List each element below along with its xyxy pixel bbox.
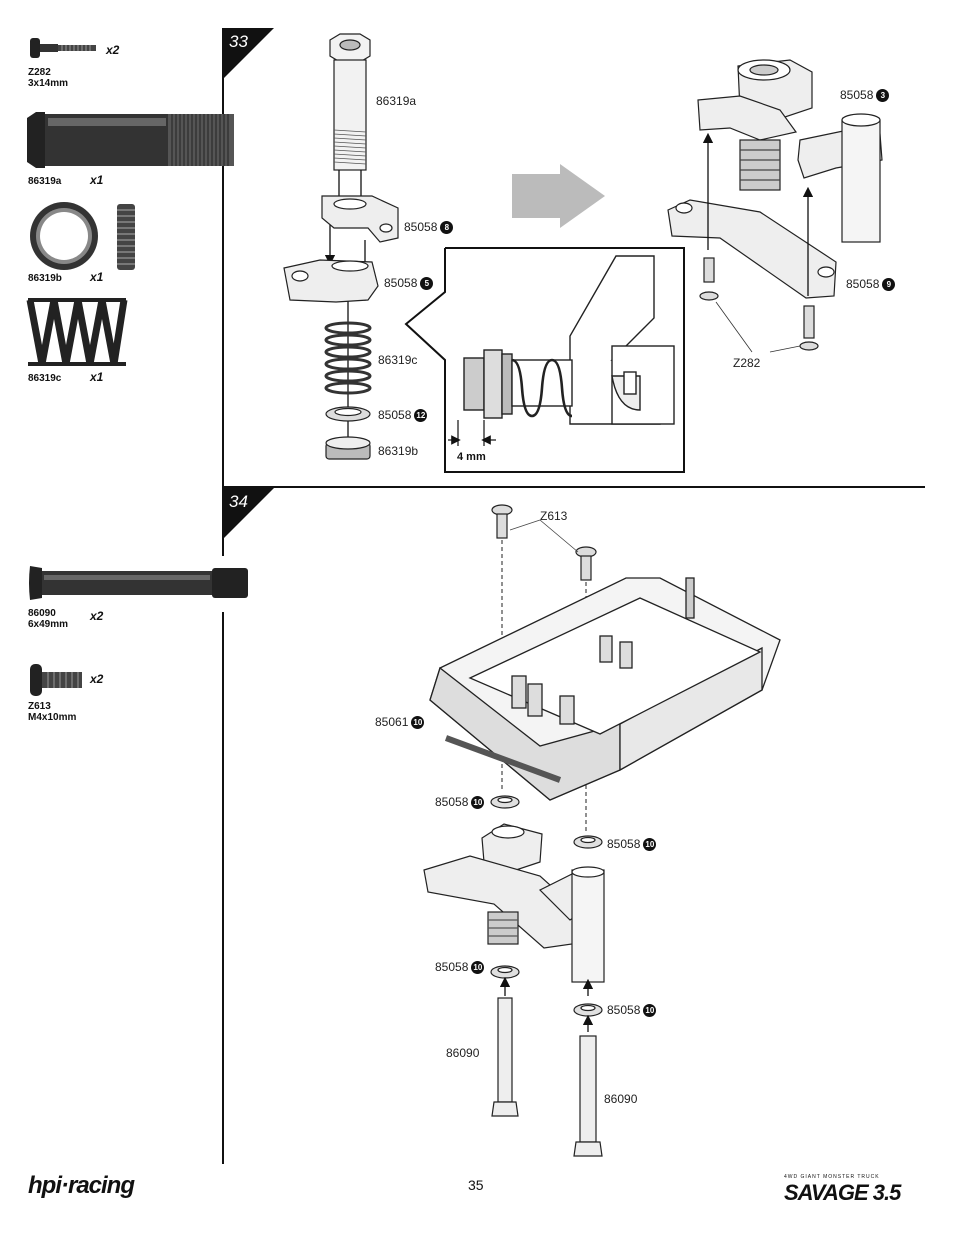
callout-10-d: 10 xyxy=(471,961,485,975)
step33-detail-box xyxy=(404,247,685,473)
shaft-86319a-icon xyxy=(27,112,234,168)
label-85061-code: 85061 xyxy=(375,715,409,729)
part-86090-code: 86090 xyxy=(28,608,56,619)
label-85058-10-a-code: 85058 xyxy=(435,795,469,809)
page-number: 35 xyxy=(468,1177,484,1193)
label-85058-10-d-code: 85058 xyxy=(607,1003,641,1017)
brand-logo-hpi-racing: hpi·racing xyxy=(28,1172,135,1199)
callout-9: 9 xyxy=(882,278,896,292)
brand-logo-savage-tagline: 4WD GIANT MONSTER TRUCK xyxy=(784,1174,880,1180)
label-z282: Z282 xyxy=(733,356,761,370)
detail-measure-4mm: 4 mm xyxy=(457,451,486,463)
step34-steering-assembly xyxy=(423,823,605,983)
sidebar-divider-top xyxy=(222,28,224,556)
label-86090-a: 86090 xyxy=(446,1046,480,1060)
callout-10-b: 10 xyxy=(471,796,485,810)
label-86319b: 86319b xyxy=(378,444,419,458)
label-85058-10-c-code: 85058 xyxy=(435,960,469,974)
label-85058-5-code: 85058 xyxy=(384,276,418,290)
part-z282-qty: x2 xyxy=(106,43,120,57)
callout-8: 8 xyxy=(440,221,454,235)
part-z613-code: Z613 xyxy=(28,701,51,712)
part-86090-size: 6x49mm xyxy=(28,619,69,630)
step34-pins xyxy=(491,997,603,1157)
spring-86319c-icon xyxy=(26,298,128,366)
part-86319c-qty: x1 xyxy=(90,370,104,384)
pin-86090-icon xyxy=(29,566,248,600)
step33-shaft xyxy=(329,33,371,171)
nut-86319b-icon xyxy=(30,202,135,270)
part-86319b-code: 86319b xyxy=(28,273,62,284)
callout-5: 5 xyxy=(420,277,434,291)
part-z613-size: M4x10mm xyxy=(28,712,77,723)
part-86090-qty: x2 xyxy=(90,609,104,623)
callout-10-c: 10 xyxy=(643,838,657,852)
part-86319a-code: 86319a xyxy=(28,176,62,187)
step-divider xyxy=(222,486,925,488)
sidebar-divider-bottom xyxy=(222,612,224,1164)
step-33-number: 33 xyxy=(229,32,248,51)
label-86090-b: 86090 xyxy=(604,1092,638,1106)
callout-3: 3 xyxy=(876,89,890,103)
step33-arm-upper xyxy=(321,195,399,243)
step33-nut xyxy=(325,436,371,460)
label-85058-8-code: 85058 xyxy=(404,220,438,234)
step33-washer xyxy=(325,406,371,422)
label-85058-10-b-code: 85058 xyxy=(607,837,641,851)
label-85058-12-code: 85058 xyxy=(378,408,412,422)
part-86319c-code: 86319c xyxy=(28,373,62,384)
step33-progress-arrow xyxy=(512,164,605,228)
callout-10-a: 10 xyxy=(411,716,425,730)
step-34-number: 34 xyxy=(229,492,248,511)
label-85058-3-code: 85058 xyxy=(840,88,874,102)
callout-10-e: 10 xyxy=(643,1004,657,1018)
step34-screws xyxy=(491,504,597,581)
step34-tray xyxy=(429,577,781,801)
screw-z613-icon xyxy=(30,664,82,696)
part-z282-size: 3x14mm xyxy=(28,78,69,89)
label-85058-9-code: 85058 xyxy=(846,277,880,291)
step33-arm-lower xyxy=(283,259,379,303)
step33-assembled-view xyxy=(667,59,883,351)
part-86319b-qty: x1 xyxy=(90,270,104,284)
brand-logo-savage-3-5: 4WD GIANT MONSTER TRUCK SAVAGE 3.5 xyxy=(784,1174,926,1210)
screw-z282-icon xyxy=(30,38,96,58)
step34-washers xyxy=(490,795,603,1017)
label-86319a: 86319a xyxy=(376,94,417,108)
part-z282-code: Z282 xyxy=(28,67,51,78)
step33-spring xyxy=(324,321,372,395)
brand-logo-savage-text: SAVAGE 3.5 xyxy=(784,1180,901,1205)
label-86319c: 86319c xyxy=(378,353,418,367)
callout-12: 12 xyxy=(414,409,428,423)
part-86319a-qty: x1 xyxy=(90,173,104,187)
part-z613-qty: x2 xyxy=(90,672,104,686)
label-z613: Z613 xyxy=(540,509,568,523)
